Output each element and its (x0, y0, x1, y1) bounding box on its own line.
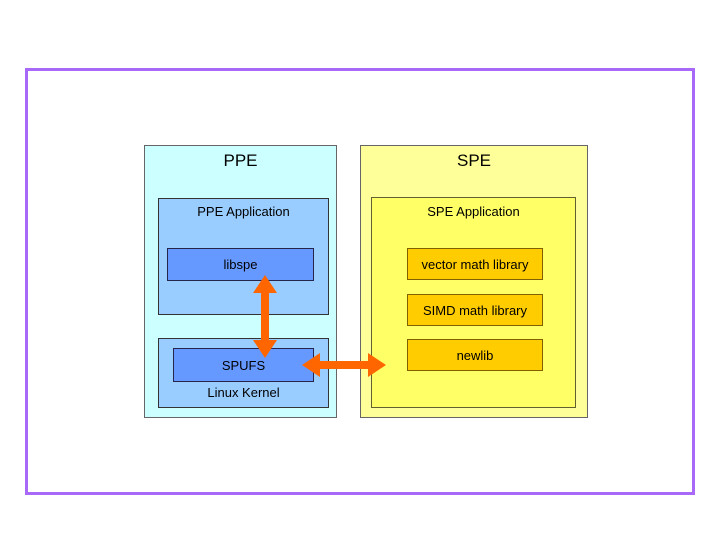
simd-math-library-label: SIMD math library (422, 302, 528, 318)
slide-border (25, 68, 695, 495)
spe-title: SPE (456, 151, 492, 170)
simd-math-library-box: SIMD math library (407, 294, 543, 326)
linux-kernel-label: Linux Kernel (207, 385, 280, 400)
spufs-label: SPUFS (221, 357, 266, 373)
libspe-label: libspe (223, 257, 258, 272)
spufs-box: SPUFS (173, 348, 314, 382)
libspe-box: libspe (167, 248, 314, 281)
ppe-application-label: PPE Application (197, 204, 290, 219)
vector-math-library-box: vector math library (407, 248, 543, 280)
vector-math-library-label: vector math library (421, 256, 529, 272)
newlib-label: newlib (456, 347, 494, 363)
ppe-title: PPE (223, 151, 258, 170)
spe-application-label: SPE Application (427, 204, 520, 219)
newlib-box: newlib (407, 339, 543, 371)
